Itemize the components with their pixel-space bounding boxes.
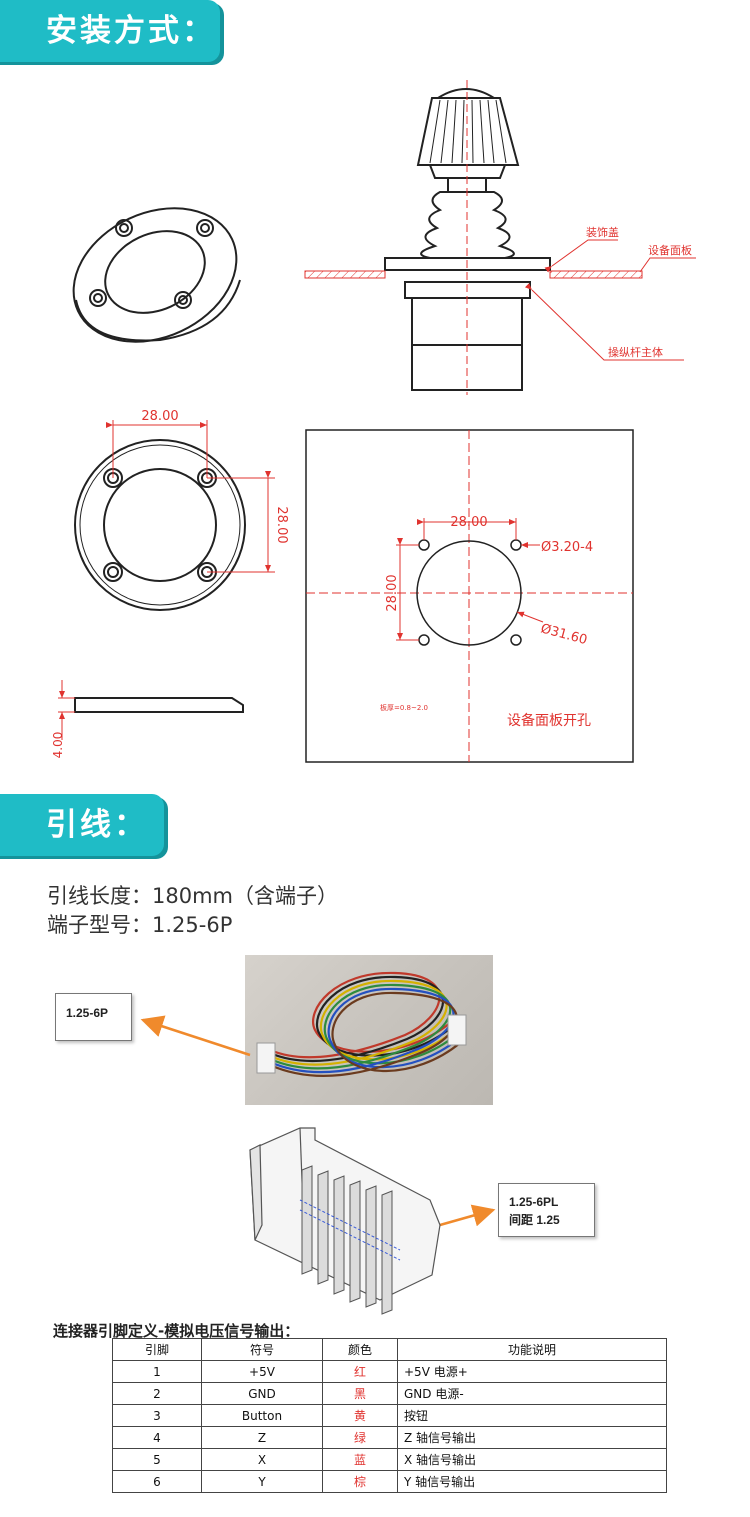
cell-symbol: X xyxy=(201,1448,323,1471)
col-symbol: 符号 xyxy=(201,1338,323,1361)
cell-color: 蓝 xyxy=(322,1448,398,1471)
cell-pin: 4 xyxy=(112,1426,202,1449)
col-color: 颜色 xyxy=(322,1338,398,1361)
terminal-model-spec: 端子型号：1.25-6P xyxy=(47,913,233,937)
cell-symbol: +5V xyxy=(201,1360,323,1383)
cell-symbol: GND xyxy=(201,1382,323,1405)
installation-drawing: 装饰盖 设备面板 操纵杆主体 28.00 28.00 4.00 xyxy=(51,80,696,763)
cell-function: GND 电源- xyxy=(397,1382,667,1405)
cell-pin: 5 xyxy=(112,1448,202,1471)
label-decor-cover: 装饰盖 xyxy=(586,225,619,239)
cell-function: +5V 电源+ xyxy=(397,1360,667,1383)
label-connector-model: 1.25-6PL xyxy=(509,1195,559,1209)
cell-symbol: Z xyxy=(201,1426,323,1449)
label-panel: 设备面板 xyxy=(648,243,692,257)
table-row: 1 +5V 红 +5V 电源+ xyxy=(112,1360,667,1383)
pin-table-title: 连接器引脚定义-模拟电压信号输出： xyxy=(53,1322,300,1340)
table-row: 3 Button 黄 按钮 xyxy=(112,1404,667,1427)
plate-profile xyxy=(74,697,244,713)
cable-photo xyxy=(245,955,493,1105)
cell-pin: 3 xyxy=(112,1404,202,1427)
dim-4: 4.00 xyxy=(51,732,65,759)
label-connector-spec: 1.25-6PL 间距 1.25 xyxy=(498,1183,595,1237)
cell-color: 红 xyxy=(322,1360,398,1383)
dim-28-horizontal: 28.00 xyxy=(141,409,178,424)
cell-color: 黑 xyxy=(322,1382,398,1405)
cell-pin: 1 xyxy=(112,1360,202,1383)
col-function: 功能说明 xyxy=(397,1338,667,1361)
ring-front-view xyxy=(74,439,246,611)
table-row: 6 Y 棕 Y 轴信号输出 xyxy=(112,1470,667,1493)
label-connector-pitch: 间距 1.25 xyxy=(509,1213,560,1227)
dim-28-vertical: 28.00 xyxy=(274,506,289,543)
cell-symbol: Button xyxy=(201,1404,323,1427)
table-row: 5 X 蓝 X 轴信号输出 xyxy=(112,1448,667,1471)
pin-table: 引脚 符号 颜色 功能说明 1 +5V 红 +5V 电源+ 2 GND 黑 GN… xyxy=(112,1338,667,1493)
table-header-row: 引脚 符号 颜色 功能说明 xyxy=(112,1338,667,1361)
label-main-body: 操纵杆主体 xyxy=(608,345,663,359)
cell-pin: 2 xyxy=(112,1382,202,1405)
cell-pin: 6 xyxy=(112,1470,202,1493)
cell-symbol: Y xyxy=(201,1470,323,1493)
section-title-wiring: 引线： xyxy=(0,794,164,856)
cell-function: X 轴信号输出 xyxy=(397,1448,667,1471)
panel-thickness-note: 板厚=0.8~2.0 xyxy=(380,703,428,712)
dim-hole-diameter: Ø3.20-4 xyxy=(541,540,593,555)
table-row: 4 Z 绿 Z 轴信号输出 xyxy=(112,1426,667,1449)
label-terminal-model: 1.25-6P xyxy=(55,993,132,1041)
cell-function: Z 轴信号输出 xyxy=(397,1426,667,1449)
dim-28-vertical-cutout: 28.00 xyxy=(385,574,400,611)
col-pin: 引脚 xyxy=(112,1338,202,1361)
table-row: 2 GND 黑 GND 电源- xyxy=(112,1382,667,1405)
panel-cutout-label: 设备面板开孔 xyxy=(507,712,591,729)
wire-length-spec: 引线长度：180mm（含端子） xyxy=(47,884,338,908)
cell-color: 绿 xyxy=(322,1426,398,1449)
dim-28-horizontal-cutout: 28.00 xyxy=(450,515,487,530)
cell-color: 黄 xyxy=(322,1404,398,1427)
cell-function: Y 轴信号输出 xyxy=(397,1470,667,1493)
cell-color: 棕 xyxy=(322,1470,398,1493)
cell-function: 按钮 xyxy=(397,1404,667,1427)
ring-perspective xyxy=(72,207,241,343)
section-title-install: 安装方式： xyxy=(0,0,220,62)
